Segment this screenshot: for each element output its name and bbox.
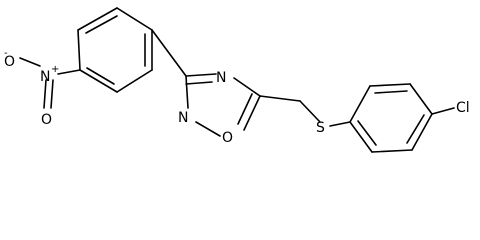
methylene-thio-linker: S — [259, 95, 351, 136]
nitro-oxygen-label: O — [41, 112, 52, 128]
aryl-oxadiazole-bond — [151, 29, 187, 77]
molecule-canvas: O - N + O N N O S — [4, 7, 470, 153]
oxadiazole-n2-label: N — [178, 110, 188, 126]
sulfur-label: S — [316, 120, 325, 136]
chlorine-label: Cl — [456, 100, 470, 116]
oxadiazole-o1-label: O — [222, 130, 233, 146]
chlorophenyl-ring — [349, 83, 433, 153]
chloro-substituent: Cl — [431, 100, 470, 116]
oxadiazole-n4-label: N — [216, 70, 226, 86]
nitro-nitrogen-label: N — [40, 69, 50, 85]
molecule-structure: O - N + O N N O S — [4, 7, 470, 153]
nitro-group: O - N + O — [4, 48, 81, 128]
oxide-charge-label: - — [4, 48, 8, 59]
nitro-charge-label: + — [51, 64, 59, 75]
oxide-oxygen-label: O — [4, 54, 15, 70]
oxadiazole-ring: N N O — [178, 70, 261, 146]
nitrophenyl-ring — [77, 7, 153, 93]
